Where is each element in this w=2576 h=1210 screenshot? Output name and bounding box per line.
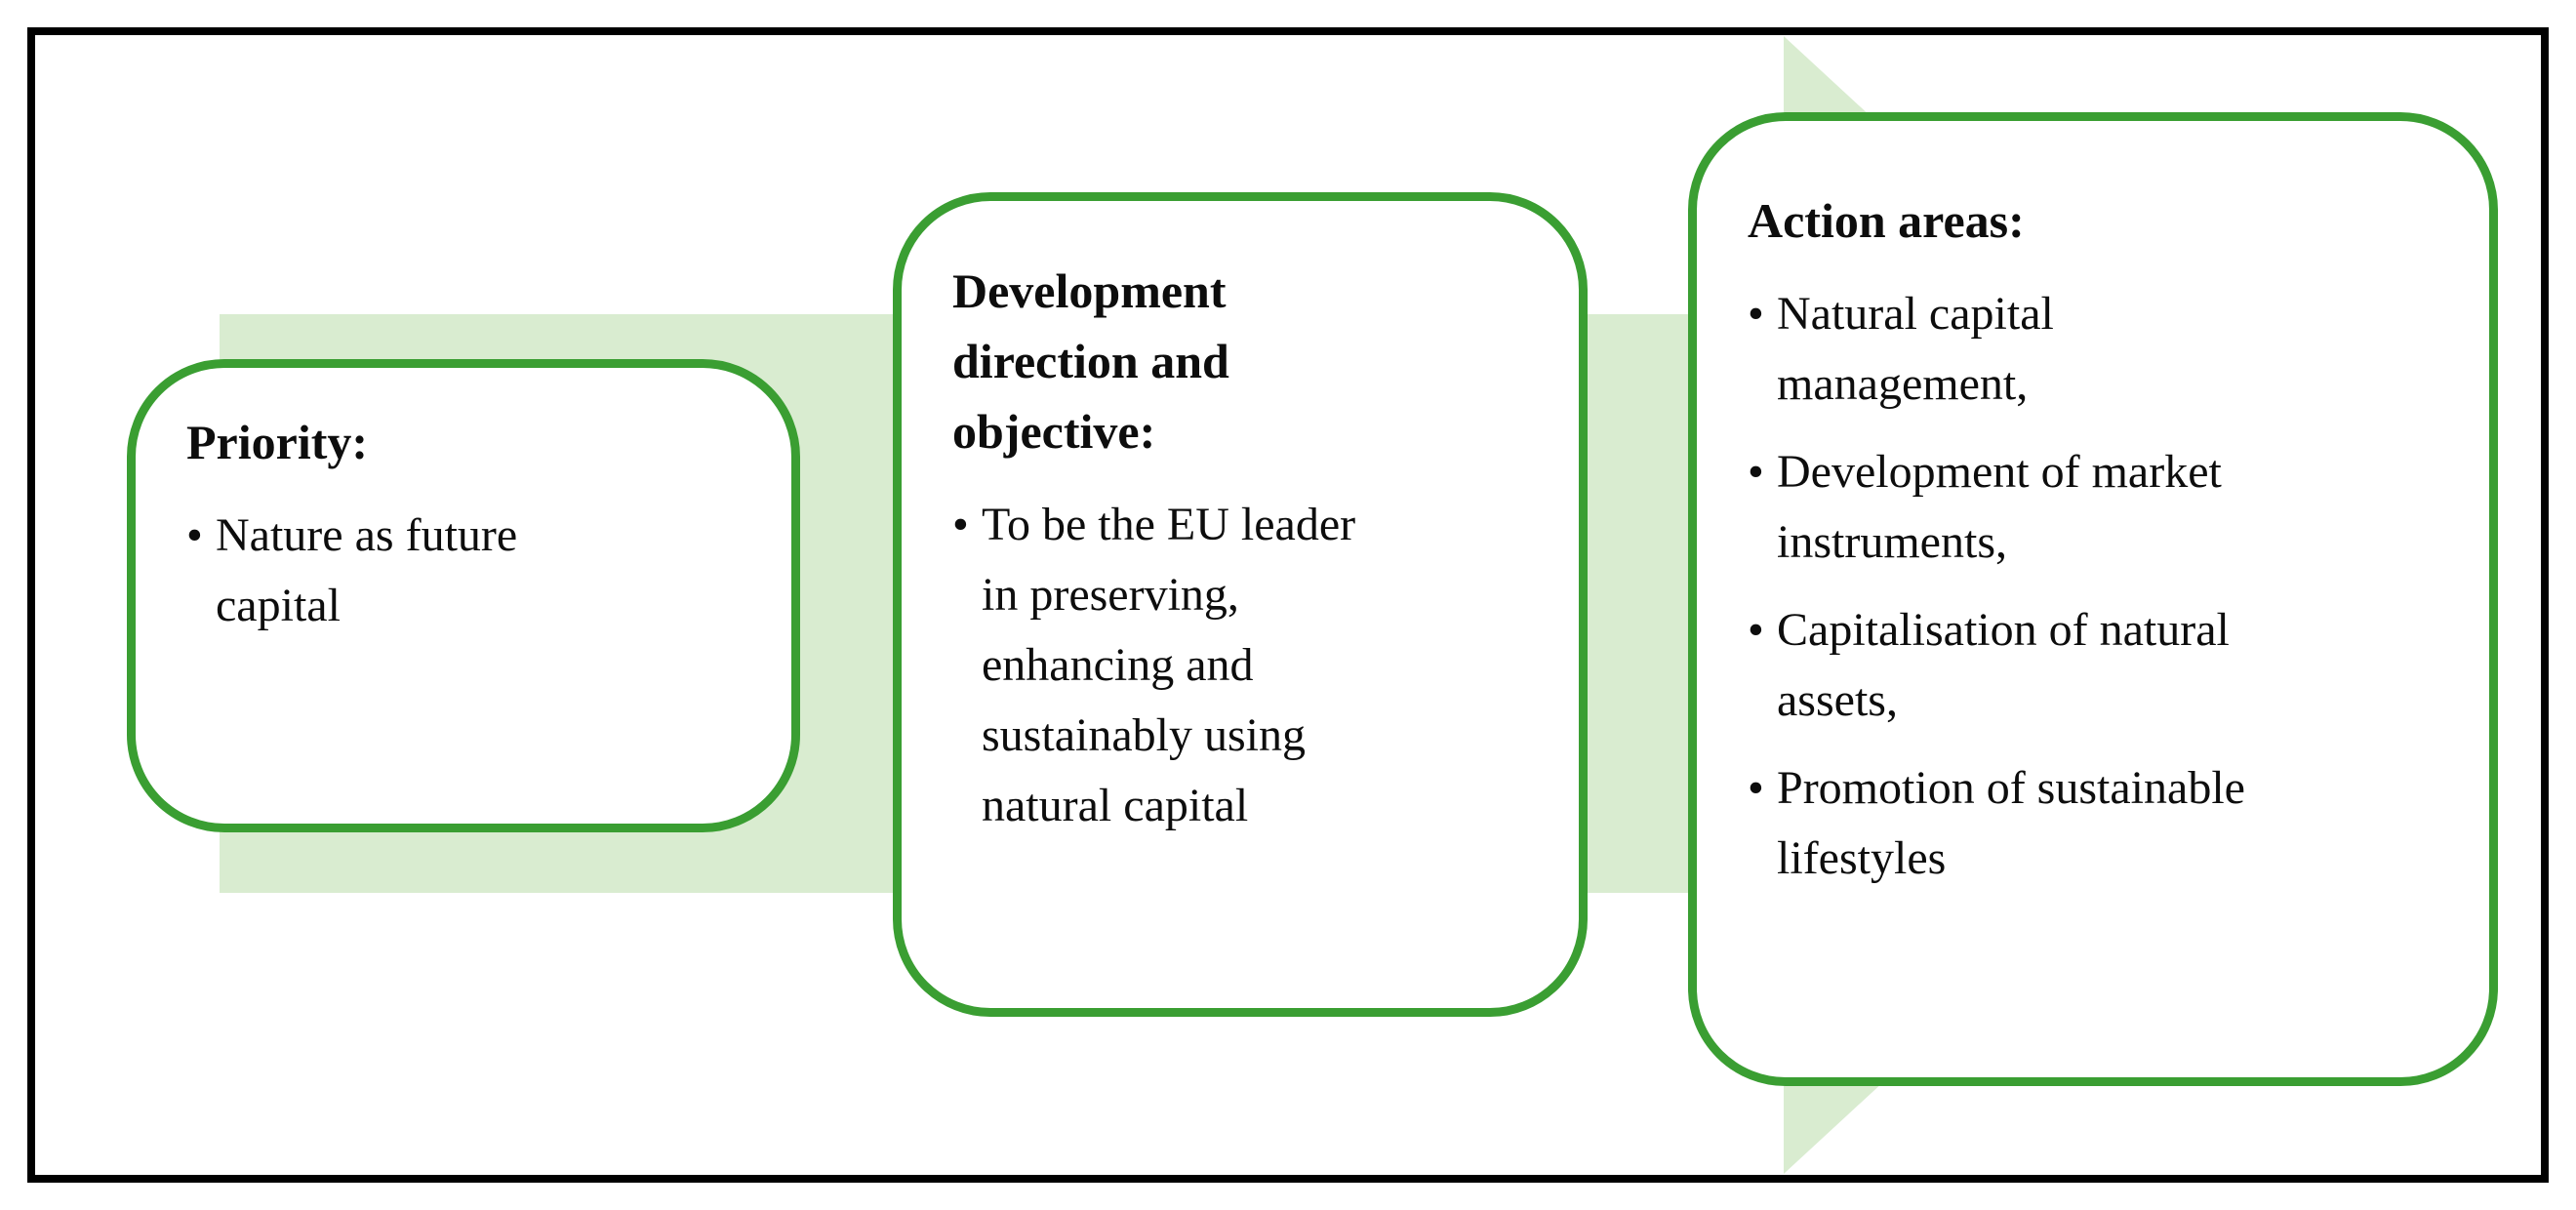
action-areas-title: Action areas: xyxy=(1748,193,2025,248)
priority-box: Priority: • Nature as future capital xyxy=(127,359,800,832)
list-item: • Natural capital management, xyxy=(1748,279,2450,420)
bullet-icon: • xyxy=(1748,604,1764,656)
list-item: • Promotion of sustainable lifestyles xyxy=(1748,753,2450,894)
list-item: • To be the EU leader in preserving, enh… xyxy=(952,490,1540,841)
bullet-icon: • xyxy=(1748,762,1764,814)
action-bullet-market-instruments: Development of market instruments, xyxy=(1777,446,2222,568)
bullet-icon: • xyxy=(1748,446,1764,498)
action-bullet-capitalisation: Capitalisation of natural assets, xyxy=(1777,604,2230,726)
bullet-icon: • xyxy=(952,499,969,550)
development-direction-box: Development direction and objective: • T… xyxy=(893,192,1588,1017)
bullet-icon: • xyxy=(1748,288,1764,340)
list-item: • Development of market instruments, xyxy=(1748,437,2450,578)
priority-bullet-text: Nature as future capital xyxy=(216,509,518,631)
development-direction-title: Development direction and objective: xyxy=(952,263,1229,459)
action-bullet-natural-capital: Natural capital management, xyxy=(1777,288,2054,410)
list-item: • Capitalisation of natural assets, xyxy=(1748,595,2450,736)
development-bullet-text: To be the EU leader in preserving, enhan… xyxy=(982,499,1356,831)
action-areas-box: Action areas: • Natural capital manageme… xyxy=(1688,112,2498,1086)
priority-title: Priority: xyxy=(186,415,369,469)
outer-frame xyxy=(27,27,2549,1183)
action-bullet-lifestyles: Promotion of sustainable lifestyles xyxy=(1777,762,2245,884)
list-item: • Nature as future capital xyxy=(186,501,752,641)
bullet-icon: • xyxy=(186,509,203,561)
